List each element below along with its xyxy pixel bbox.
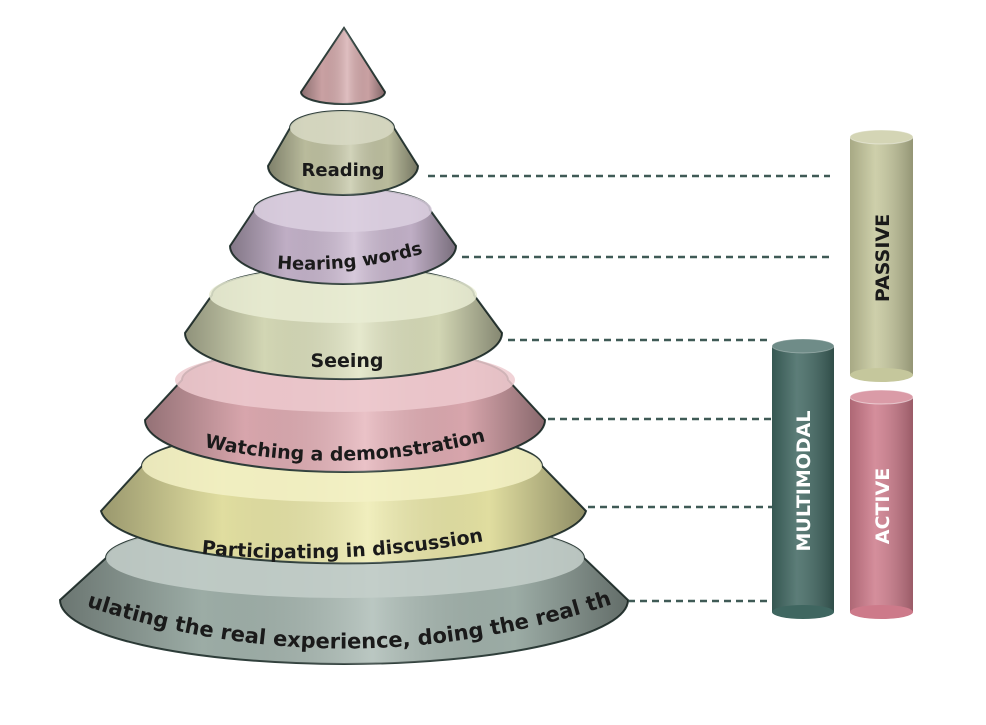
tier-reading: Reading xyxy=(266,110,420,196)
pyramid: Simulating the real experience, doing th… xyxy=(0,0,630,665)
pyramid-apex xyxy=(299,26,387,105)
column-passive: PASSIVE xyxy=(849,129,914,382)
tier-hearing-words-top xyxy=(254,188,432,232)
column-multimodal-label: MULTIMODAL xyxy=(793,411,815,552)
connector-lines xyxy=(428,174,830,603)
column-multimodal: MULTIMODAL xyxy=(771,338,835,619)
column-passive-label: PASSIVE xyxy=(872,214,894,302)
tier-watching: Watching a demonstration xyxy=(143,346,547,473)
column-active: ACTIVE xyxy=(849,389,914,619)
tier-hearing-words: Hearing words xyxy=(228,187,458,285)
tier-seeing-label: Seeing xyxy=(310,350,383,372)
column-active-label: ACTIVE xyxy=(872,468,894,544)
tier-seeing: Seeing xyxy=(183,265,504,381)
tier-seeing-top xyxy=(209,267,477,323)
tier-reading-label: Reading xyxy=(302,160,385,181)
tier-reading-top xyxy=(290,111,394,145)
